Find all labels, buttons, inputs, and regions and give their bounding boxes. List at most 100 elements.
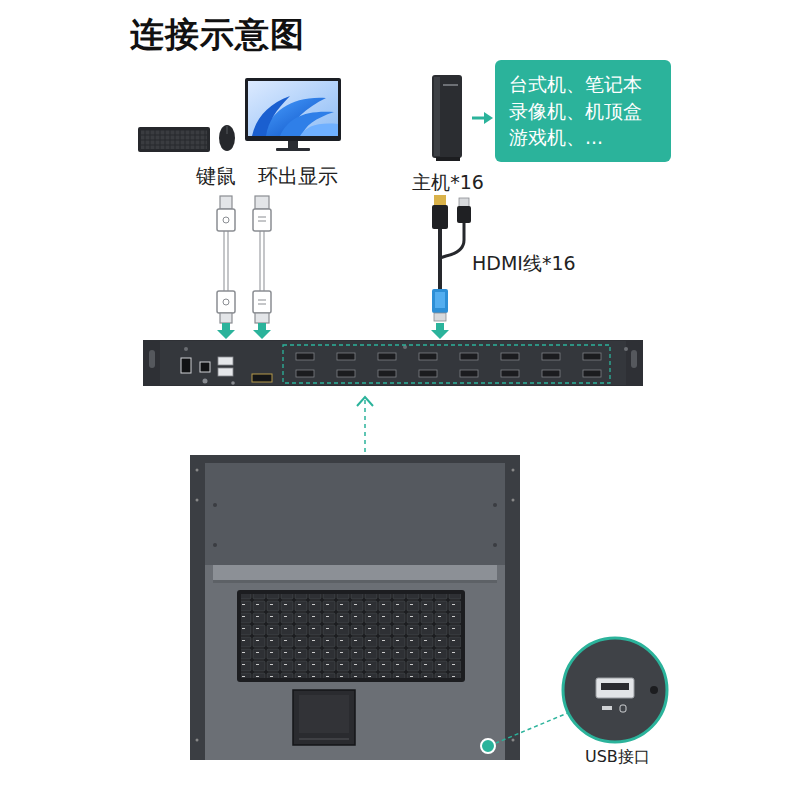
rack-console [205, 463, 505, 565]
rack-console [512, 469, 515, 472]
usb-callout [596, 678, 634, 698]
rack-console [493, 543, 497, 547]
kvm-switch [181, 358, 191, 373]
usb-cable [220, 196, 232, 209]
host-pc-icon [443, 84, 458, 86]
usb-cable [217, 291, 235, 313]
rack-console [196, 739, 199, 742]
kvm-switch [184, 347, 188, 351]
rack-console [512, 739, 515, 742]
host-cable [434, 313, 446, 321]
kvm-switch [419, 370, 437, 377]
usb-callout [481, 739, 495, 753]
usb-callout [620, 705, 626, 712]
rack-console [213, 565, 497, 583]
host-cable [434, 195, 446, 205]
device-label: 环出显示 [258, 163, 338, 190]
hdmi-cable [255, 196, 269, 209]
usb-callout [601, 683, 629, 690]
kvm-switch [296, 353, 601, 377]
kvm-switch [283, 345, 610, 383]
usb-callout [563, 638, 667, 742]
host-cable [432, 205, 448, 229]
rack-console [205, 565, 505, 760]
device-list-box: 台式机、笔记本 录像机、机顶盒 游戏机、... [495, 60, 671, 162]
usb-cable [220, 313, 232, 323]
kvm-switch [252, 374, 272, 382]
host-cable [438, 228, 442, 292]
kvm-switch [160, 341, 626, 385]
flow-arrow [472, 112, 493, 124]
usb-callout [602, 706, 612, 710]
kvm-switch [149, 350, 155, 368]
down-arrow [217, 323, 235, 339]
rack-console [505, 455, 520, 760]
kvm-switch [460, 353, 478, 360]
monitor-icon [252, 96, 290, 136]
kvm-switch [378, 353, 396, 360]
callout-label: USB接口 [585, 747, 650, 768]
rack-console [241, 594, 461, 678]
rack-console [190, 455, 520, 463]
hdmi-cable [261, 230, 264, 292]
rack-console [213, 503, 217, 507]
host-cable [457, 206, 471, 223]
rack-console [196, 499, 199, 502]
monitor-icon [245, 78, 341, 141]
down-arrow [253, 323, 271, 339]
dashed-arrow [364, 400, 366, 460]
kvm-switch [631, 350, 637, 368]
rack-console [237, 590, 465, 682]
node-text: 台式机、笔记本 录像机、机顶盒 游戏机、... [509, 71, 657, 151]
kvm-switch [203, 379, 208, 384]
kvm-switch [296, 370, 314, 377]
usb-cable [223, 299, 229, 305]
monitor-icon [276, 148, 310, 151]
rack-console [299, 739, 349, 740]
host-cable [435, 292, 445, 308]
host-pc-icon [436, 157, 460, 161]
kvm-switch [624, 347, 628, 351]
hdmi-cable [253, 209, 271, 231]
usb-cable [225, 230, 228, 292]
host-pc-icon [432, 75, 462, 158]
device-label: 键鼠 [196, 163, 236, 190]
dashed-arrow [357, 397, 373, 406]
hdmi-cable [253, 291, 271, 313]
usb-cable [223, 217, 229, 223]
kvm-switch [200, 362, 210, 372]
rack-console [493, 503, 497, 507]
hdmi-cable [255, 313, 269, 323]
usb-cable [224, 230, 229, 292]
usb-callout [481, 638, 667, 753]
kvm-switch [218, 357, 233, 365]
kvm-switch [296, 353, 314, 360]
hdmi-cable [258, 300, 266, 301]
kvm-switch [231, 381, 235, 385]
usb-cable [217, 209, 235, 231]
host-cable [432, 289, 448, 313]
down-arrow [217, 323, 449, 339]
monitor-icon [300, 124, 338, 137]
hdmi-cable [258, 221, 266, 222]
usb-callout [496, 712, 570, 743]
usb-callout [650, 686, 658, 694]
kvm-switch [378, 370, 396, 377]
kvm-switch [542, 353, 560, 360]
flow-arrow [484, 112, 493, 124]
hdmi-cable [253, 196, 271, 323]
host-cable [432, 195, 471, 321]
kvm-switch [419, 353, 437, 360]
keyboard-icon [138, 127, 210, 152]
keyboard-icon [141, 130, 207, 149]
usb-cable [217, 196, 235, 323]
kvm-switch [143, 340, 643, 386]
rack-console [196, 469, 199, 472]
kvm-switch [583, 370, 601, 377]
diagram-title: 连接示意图 [130, 12, 305, 58]
kvm-switch [501, 353, 519, 360]
kvm-switch [583, 353, 601, 360]
